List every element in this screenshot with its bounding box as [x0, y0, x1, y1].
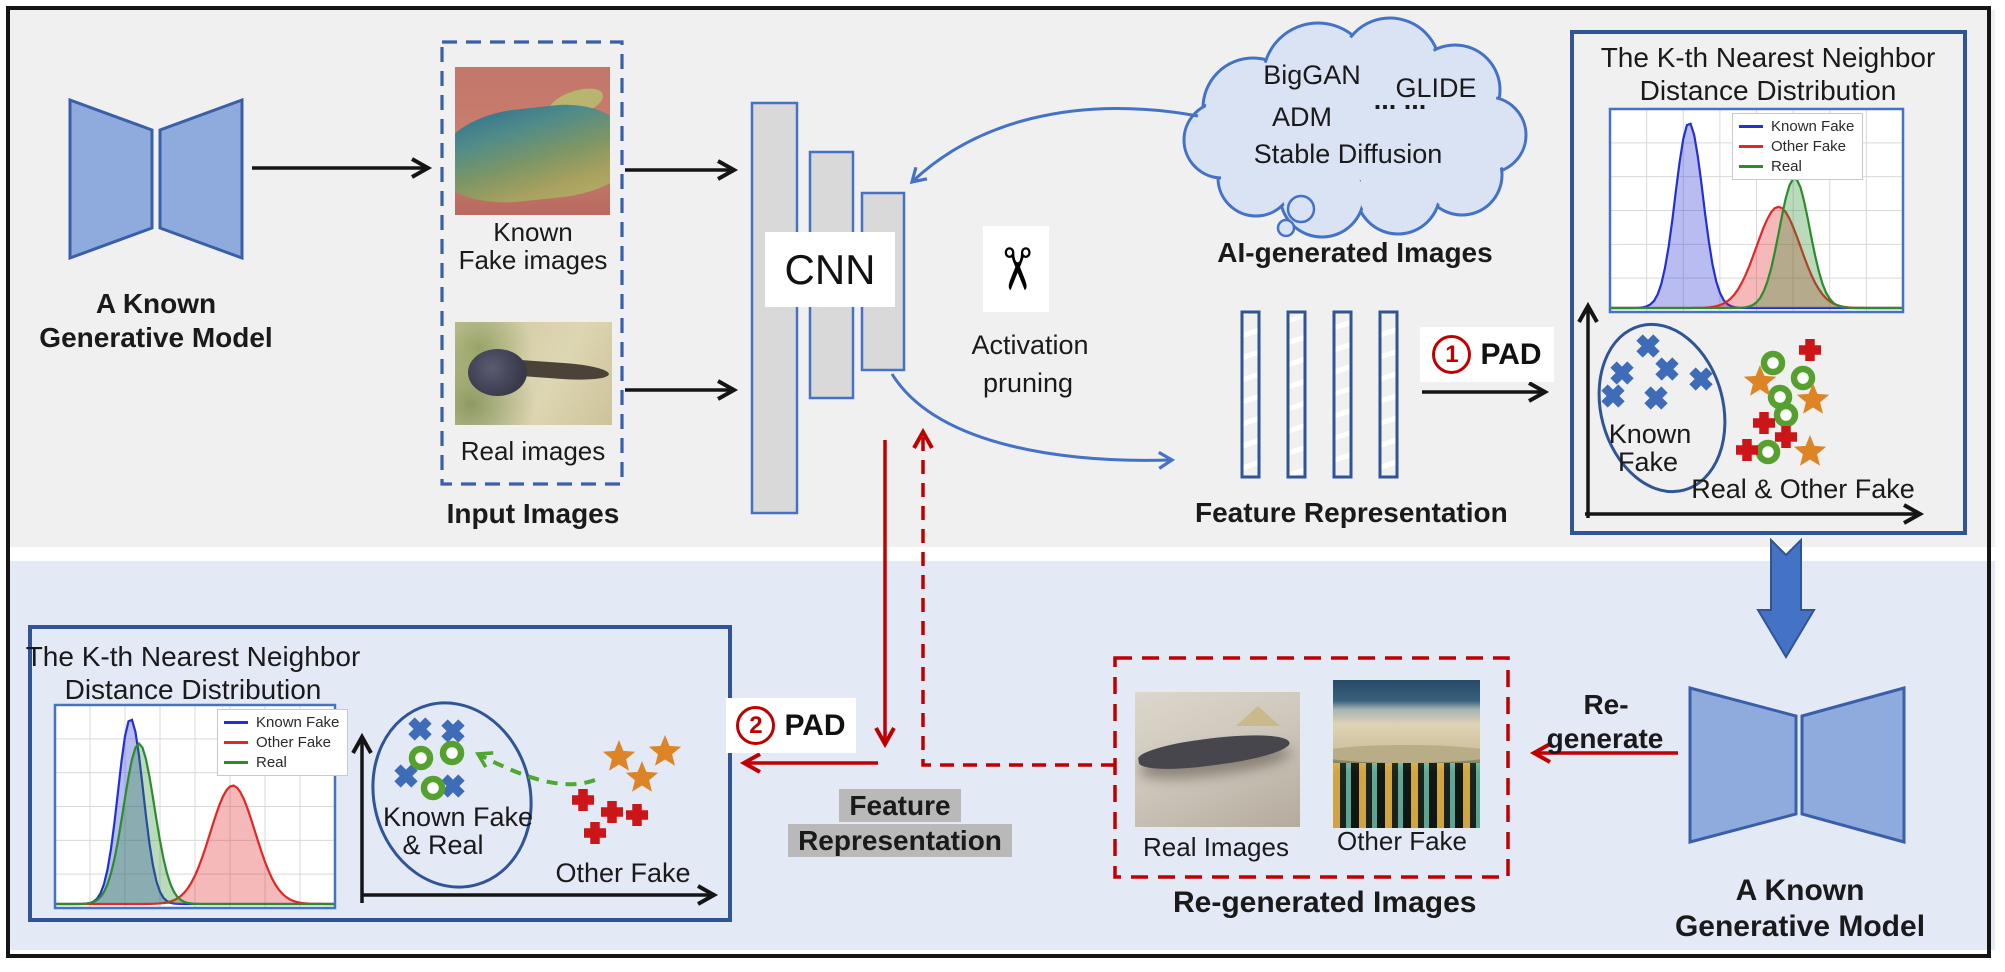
knn-top-title-1: The K-th Nearest Neighbor — [1600, 42, 1936, 73]
knn-top-axis-label: Real & Other Fake — [1691, 474, 1915, 504]
circled-2-icon: 2 — [736, 706, 776, 745]
gen-model-bottom-label-2: Generative Model — [1674, 910, 1926, 943]
circled-1-icon: 1 — [1432, 335, 1472, 374]
legend-label: Real — [1771, 158, 1802, 175]
known-fake-label-2: Fake images — [458, 245, 608, 275]
cloud-item-adm: ADM — [1272, 102, 1332, 132]
scissors-icon: ✂ — [981, 244, 1050, 294]
known-fake-label-1: Known — [493, 217, 573, 247]
gen-model-bottom-label-1: A Known — [1735, 874, 1865, 907]
legend-swatch — [224, 721, 248, 724]
cnn-layers — [750, 101, 906, 515]
activation-pruning-icon-box: ✂ — [981, 226, 1050, 312]
building-band — [1333, 745, 1480, 763]
legend-swatch — [1739, 125, 1763, 128]
knn-plot-bottom — [55, 705, 335, 908]
pad1-label: PAD — [1480, 337, 1542, 371]
cloud-item-biggan: BigGAN — [1263, 60, 1361, 90]
knn-bottom-axis-label: Other Fake — [555, 858, 691, 888]
legend-label: Real — [256, 754, 287, 771]
legend-swatch — [224, 761, 248, 764]
legend-entry: Known Fake — [224, 714, 339, 731]
pad2-box: 2 PAD — [726, 698, 856, 753]
knn-top-cluster-label-1: Known — [1608, 419, 1692, 449]
tadpole-body — [467, 348, 528, 397]
pad2-label: PAD — [784, 708, 846, 742]
regenerate-label-1: Re- — [1583, 689, 1629, 720]
cnn-label: CNN — [784, 245, 876, 293]
ai-models-cloud — [1182, 16, 1528, 239]
known-generative-model-icon-top — [68, 97, 244, 261]
knn-box-bottom — [28, 625, 732, 922]
real-image-tadpole — [455, 322, 612, 425]
known-fake-real-cluster-ellipse — [371, 701, 533, 889]
cloud-item-stable-diffusion: Stable Diffusion — [1253, 139, 1443, 169]
regen-other-fake-label: Other Fake — [1336, 826, 1468, 856]
feature-representation-bottom-text-2: Representation — [788, 824, 1012, 857]
cloud-item-ellipsis: ... ... — [1373, 85, 1427, 115]
knn-bottom-cluster-label-2: & Real — [402, 830, 484, 860]
building-windows — [1333, 762, 1480, 828]
feature-representation-caption-top: Feature Representation — [1195, 497, 1508, 528]
legend-label: Other Fake — [256, 734, 332, 751]
regenerated-other-fake-image — [1333, 680, 1480, 828]
regenerated-images-box — [1113, 656, 1510, 879]
knn-bottom-title-1: The K-th Nearest Neighbor — [25, 641, 361, 672]
known-fake-image-fish — [455, 67, 610, 215]
legend-label: Other Fake — [1771, 138, 1847, 155]
plane-detail — [1236, 705, 1281, 726]
input-images-caption: Input Images — [446, 498, 620, 529]
legend-swatch — [1739, 165, 1763, 168]
gen-model-top-label-1: A Known — [95, 288, 217, 319]
known-fake-cluster-ellipse-top — [1597, 322, 1727, 494]
feature-representation-bars — [1240, 310, 1399, 479]
activation-pruning-label-1: Activation — [971, 330, 1089, 360]
dashed-feedback-to-cnn — [912, 427, 1115, 767]
real-images-label: Real images — [460, 436, 606, 466]
knn-top-cluster-label-2: Fake — [1617, 447, 1679, 477]
scatter-markers-top — [1601, 334, 1830, 466]
legend-entry: Real — [1739, 158, 1854, 175]
legend-entry: Real — [224, 754, 339, 771]
legend-entry: Other Fake — [1739, 138, 1854, 155]
regen-real-images-label: Real Images — [1143, 832, 1289, 862]
activation-pruning-label-2: pruning — [982, 368, 1074, 398]
legend-swatch — [224, 741, 248, 744]
legend-swatch — [1739, 145, 1763, 148]
block-arrow-down — [1756, 537, 1816, 659]
gen-model-top-label-2: Generative Model — [39, 322, 273, 353]
ai-generated-images-caption: AI-generated Images — [1217, 237, 1493, 268]
knn-plot-bottom-frame — [53, 703, 337, 910]
legend-label: Known Fake — [256, 714, 340, 731]
arrow-cnn-to-features — [890, 373, 1176, 470]
knn-top-title-2: Distance Distribution — [1639, 75, 1897, 106]
arrow-cloud-to-cnn — [909, 107, 1199, 185]
feature-representation-bottom-1: Feature — [800, 789, 1000, 822]
input-images-box — [440, 40, 624, 486]
pad1-box: 1 PAD — [1420, 327, 1554, 382]
knn-box-top — [1570, 30, 1967, 535]
known-generative-model-icon-bottom — [1688, 686, 1906, 844]
cloud-item-glide: GLIDE — [1395, 73, 1477, 103]
regenerated-images-caption: Re-generated Images — [1173, 886, 1477, 919]
legend-entry: Other Fake — [224, 734, 339, 751]
feature-representation-bottom-text-1: Feature — [839, 789, 961, 822]
regenerate-label-2: generate — [1546, 723, 1664, 754]
legend-entry: Known Fake — [1739, 118, 1854, 135]
knn-plot-top-frame — [1608, 107, 1905, 314]
scatter-markers-bottom — [394, 717, 682, 844]
feature-representation-bottom-2: Representation — [770, 824, 1030, 857]
legend-label: Known Fake — [1771, 118, 1855, 135]
figure-border — [6, 6, 1991, 958]
cnn-label-box: CNN — [765, 232, 895, 307]
knn-bottom-title-2: Distance Distribution — [64, 674, 322, 705]
regenerated-real-image — [1135, 692, 1300, 827]
green-dashed-arrow — [474, 751, 596, 787]
knn-bottom-cluster-label-1: Known Fake — [382, 802, 534, 832]
